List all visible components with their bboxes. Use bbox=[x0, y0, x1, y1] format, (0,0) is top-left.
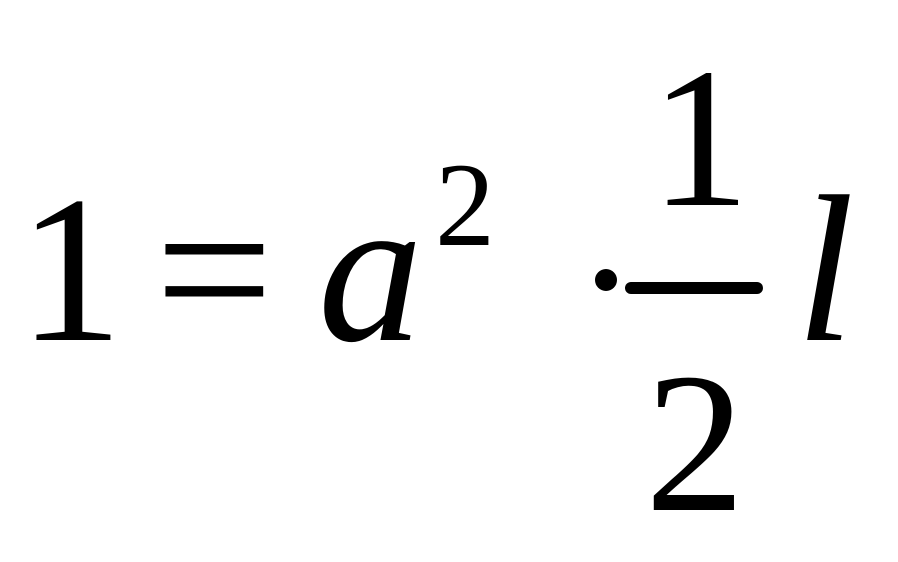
formula-fraction-denominator: 2 bbox=[645, 333, 745, 554]
formula-fraction-numerator: 1 bbox=[650, 28, 750, 249]
formula-multiplication-dot bbox=[595, 269, 617, 291]
formula-trailing-variable: l bbox=[796, 154, 854, 386]
formula-exponent: 2 bbox=[435, 138, 495, 271]
formula-equals: = bbox=[155, 154, 273, 386]
formula-base-variable: a bbox=[318, 154, 423, 386]
formula-lhs: 1 bbox=[18, 154, 123, 386]
formula-fraction-bar bbox=[625, 282, 763, 294]
